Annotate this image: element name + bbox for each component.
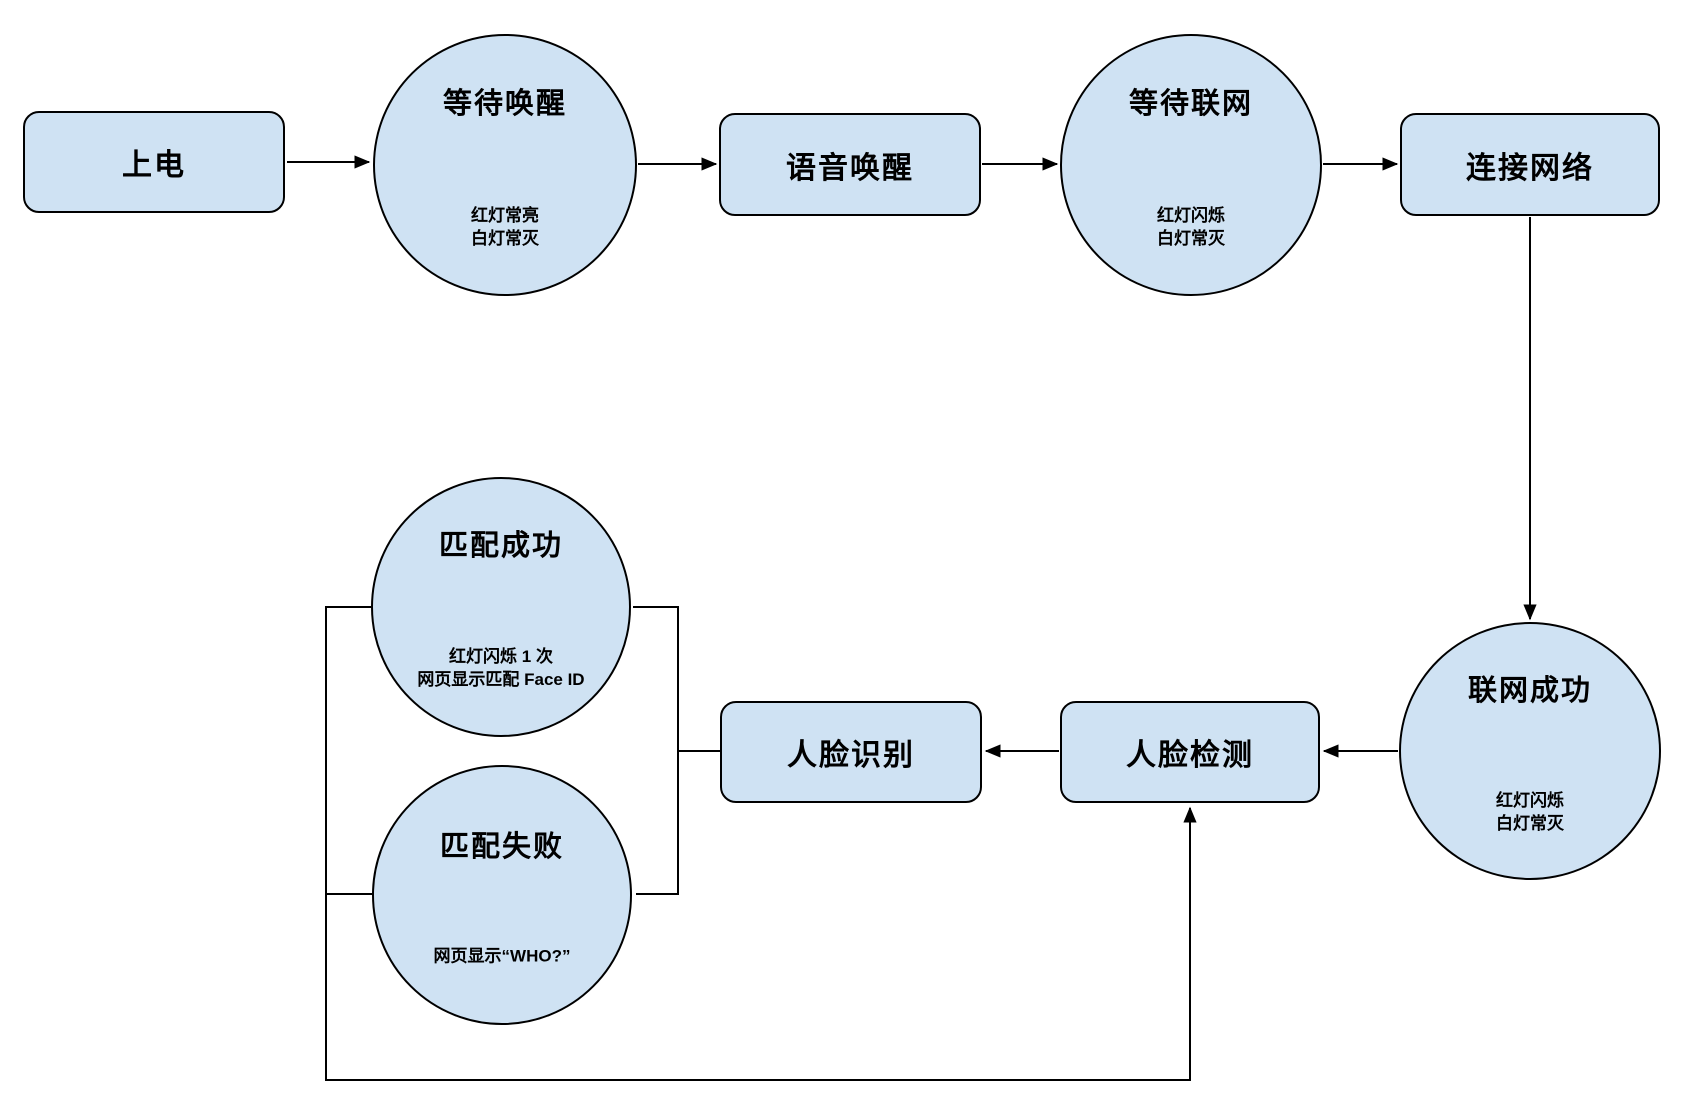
node-match-success-subtext-line2: 网页显示匹配 Face ID [417,670,585,690]
node-power-on: 上电 [23,111,285,213]
node-face-detection-label: 人脸检测 [1126,739,1254,772]
node-voice-wake-label: 语音唤醒 [786,151,914,185]
node-network-success-subtext-line2: 白灯常灭 [1496,813,1564,833]
node-wait-network-title: 等待联网 [1128,87,1253,120]
node-match-fail-subtext-line1: 网页显示“WHO?” [433,946,571,966]
node-connect-network-label: 连接网络 [1466,151,1594,185]
node-wait-network-subtext-line2: 白灯常灭 [1157,228,1225,248]
node-match-fail: 匹配失败 网页显示“WHO?” [372,765,632,1025]
node-network-success-subtext: 红灯闪烁 白灯常灭 [1401,789,1659,835]
node-network-success-subtext-line1: 红灯闪烁 [1496,790,1564,810]
node-match-success-subtext: 红灯闪烁 1 次 网页显示匹配 Face ID [373,645,629,691]
node-network-success-title: 联网成功 [1467,674,1592,707]
node-wait-wake-subtext-line2: 白灯常灭 [471,228,539,248]
node-face-recognition: 人脸识别 [720,701,982,803]
node-match-success: 匹配成功 红灯闪烁 1 次 网页显示匹配 Face ID [371,477,631,737]
node-match-success-title: 匹配成功 [438,530,563,562]
node-wait-network: 等待联网 红灯闪烁 白灯常灭 [1060,34,1322,296]
node-face-detection: 人脸检测 [1060,701,1320,803]
node-wait-wake-subtext: 红灯常亮 白灯常灭 [375,204,635,250]
node-face-recognition-label: 人脸识别 [787,739,915,772]
node-wait-wake: 等待唤醒 红灯常亮 白灯常灭 [373,34,637,296]
node-wait-network-subtext: 红灯闪烁 白灯常灭 [1062,204,1320,250]
node-network-success: 联网成功 红灯闪烁 白灯常灭 [1399,622,1661,880]
node-voice-wake: 语音唤醒 [719,113,981,216]
node-match-success-subtext-line1: 红灯闪烁 1 次 [449,647,553,667]
node-connect-network: 连接网络 [1400,113,1660,216]
node-match-fail-subtext: 网页显示“WHO?” [374,945,630,968]
node-wait-network-subtext-line1: 红灯闪烁 [1157,205,1225,225]
node-wait-wake-subtext-line1: 红灯常亮 [471,205,539,225]
node-power-on-label: 上电 [122,149,186,182]
node-match-fail-title: 匹配失败 [439,830,564,863]
node-wait-wake-title: 等待唤醒 [442,87,567,120]
